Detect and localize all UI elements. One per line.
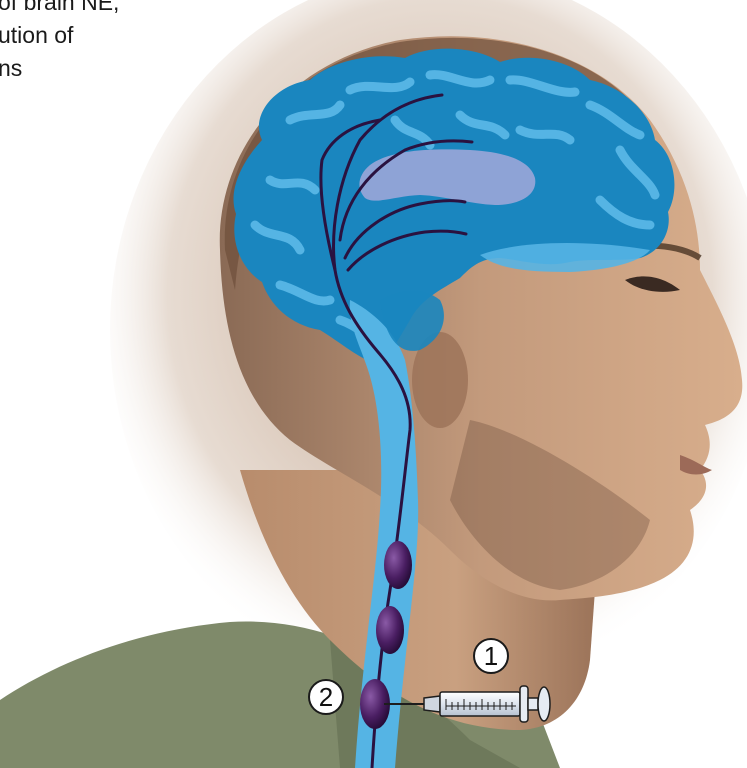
caption-text: of brain NE, ution of ns bbox=[0, 0, 119, 85]
syringe-hub bbox=[424, 696, 440, 712]
ganglion-icon bbox=[384, 541, 412, 589]
marker-1: 1 bbox=[474, 639, 508, 673]
marker-2-label: 2 bbox=[319, 682, 333, 712]
ventricle bbox=[359, 149, 535, 205]
caption-line-2: ution of bbox=[0, 19, 119, 52]
syringe-thumb-rest bbox=[538, 687, 550, 721]
caption-line-3: ns bbox=[0, 52, 119, 85]
marker-2: 2 bbox=[309, 680, 343, 714]
caption-line-1: of brain NE, bbox=[0, 0, 119, 19]
syringe-flange bbox=[520, 686, 528, 722]
ganglion-icon bbox=[376, 606, 404, 654]
syringe-plunger bbox=[528, 698, 538, 710]
marker-1-label: 1 bbox=[484, 641, 498, 671]
